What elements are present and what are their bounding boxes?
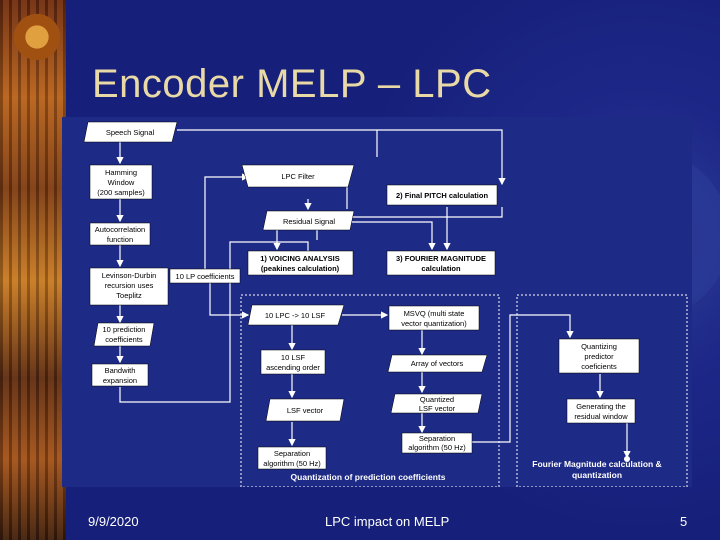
lsf-ascending-label: ascending order — [266, 363, 320, 372]
prediction-coefficients-label: 10 prediction — [103, 325, 146, 334]
final-pitch-label: 2) Final PITCH calculation — [396, 191, 489, 200]
quantization-caption: Quantization of prediction coefficients — [291, 472, 446, 482]
lpc-filter-label: LPC Filter — [281, 172, 315, 181]
residual-signal-label: Residual Signal — [283, 217, 335, 226]
fourier-quantization-caption: Fourier Magnitude calculation & — [532, 459, 661, 469]
fourier-quantization-caption: quantization — [572, 470, 622, 480]
quantization-region — [240, 294, 500, 488]
hamming-label: Window — [108, 178, 135, 187]
levinson-label: Levinson-Durbin — [102, 271, 157, 280]
separation-right-label: algorithm (50 Hz) — [408, 443, 466, 452]
separation-left-label: Separation — [274, 449, 310, 458]
lpc-to-lsf-box — [247, 304, 345, 326]
quantizing-predictor-label: predictor — [584, 352, 614, 361]
quantized-lsf-label: Quantized — [420, 395, 454, 404]
voicing-label: 1) VOICING ANALYSIS — [260, 254, 339, 263]
lsf-ascending-label: 10 LSF — [281, 353, 306, 362]
prediction-coefficients-label: coefficients — [105, 335, 143, 344]
fourier-magnitude-box — [386, 250, 496, 276]
voicing-label: (peakines calculation) — [261, 264, 340, 273]
residual-window-label: residual window — [574, 412, 628, 421]
fourier-region — [516, 294, 688, 488]
lpc-filter-box — [241, 164, 355, 188]
lp-coefficients-label: 10 LP coefficients — [176, 272, 235, 281]
slide-page-number: 5 — [680, 514, 688, 529]
hamming-label: (200 samples) — [97, 188, 145, 197]
msvq-label: vector quantization) — [401, 319, 467, 328]
slide-title: Encoder MELP – LPC — [92, 62, 492, 106]
bandwidth-expansion-box — [91, 363, 149, 387]
speech-signal-label: Speech Signal — [106, 128, 155, 137]
slide-footer-text: LPC impact on MELP — [325, 514, 450, 529]
decorative-left-strip — [0, 0, 66, 540]
fourier-magnitude-label: 3) FOURIER MAGNITUDE — [396, 254, 486, 263]
hamming-label: Hamming — [105, 168, 137, 177]
final-pitch-box — [386, 184, 498, 206]
gear-decoration-icon — [10, 10, 64, 64]
fourier-magnitude-label: calculation — [421, 264, 461, 273]
quantizing-predictor-label: Quantizing — [581, 342, 617, 351]
separation-left-box — [257, 446, 327, 470]
quantizing-predictor-label: coeficients — [581, 362, 617, 371]
flow-diagram: Speech Signal Hamming Window (200 sample… — [62, 117, 692, 488]
hamming-window-box — [89, 164, 153, 200]
msvq-label: MSVQ (multi state — [404, 309, 465, 318]
residual-window-box — [566, 398, 636, 424]
residual-window-label: Generating the — [576, 402, 626, 411]
voicing-analysis-box — [247, 250, 354, 276]
separation-left-label: algorithm (50 Hz) — [263, 459, 321, 468]
autocorrelation-label: Autocorrelation — [95, 225, 145, 234]
flow-diagram-svg: Speech Signal Hamming Window (200 sample… — [83, 121, 688, 488]
separation-right-box — [401, 432, 473, 454]
speech-signal-box — [83, 121, 178, 143]
residual-signal-box — [262, 210, 355, 231]
bandwidth-label: expansion — [103, 376, 137, 385]
bandwidth-label: Bandwith — [105, 366, 136, 375]
array-of-vectors-box — [387, 354, 488, 373]
levinson-label: recursion uses — [105, 281, 154, 290]
autocorrelation-label: function — [107, 235, 133, 244]
quantizing-predictor-box — [558, 338, 640, 374]
prediction-coefficients-box — [93, 322, 155, 347]
lsf-vector-box — [265, 398, 345, 422]
separation-right-label: Separation — [419, 434, 455, 443]
terminal-dot — [624, 456, 630, 462]
lsf-ascending-box — [260, 349, 326, 375]
quantized-lsf-label: LSF vector — [419, 404, 456, 413]
lsf-vector-label: LSF vector — [287, 406, 324, 415]
lpc-to-lsf-label: 10 LPC -> 10 LSF — [265, 311, 326, 320]
levinson-durbin-box — [89, 267, 169, 306]
autocorrelation-box — [89, 222, 151, 246]
array-of-vectors-label: Array of vectors — [411, 359, 464, 368]
slide-date: 9/9/2020 — [88, 514, 139, 529]
msvq-box — [388, 305, 480, 331]
lp-coefficients-box — [169, 268, 241, 284]
levinson-label: Toeplitz — [116, 291, 142, 300]
quantized-lsf-box — [390, 393, 483, 414]
